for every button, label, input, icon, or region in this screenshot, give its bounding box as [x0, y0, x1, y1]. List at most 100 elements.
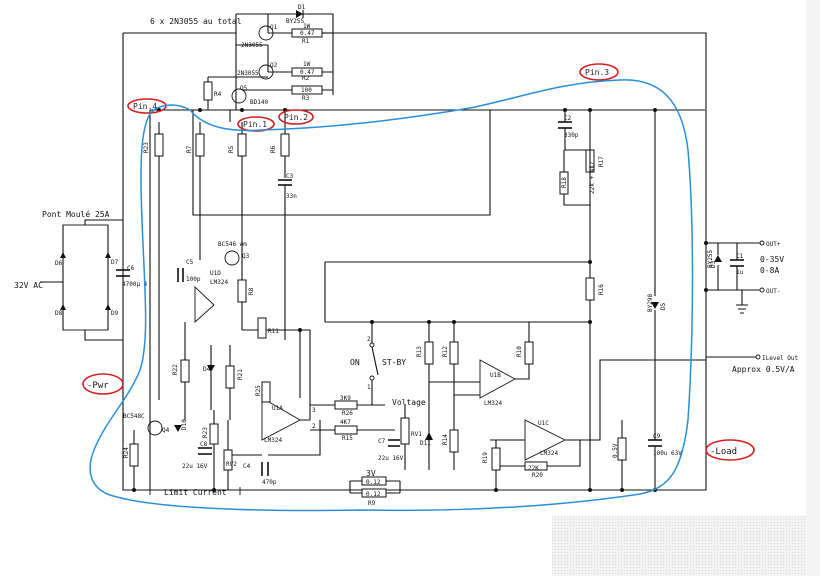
- svg-text:BC546 wm: BC546 wm: [218, 241, 247, 248]
- svg-text:U1B: U1B: [490, 372, 501, 379]
- svg-text:D3: D3: [710, 260, 717, 268]
- svg-text:22K: 22K: [528, 465, 539, 472]
- svg-text:R16: R16: [598, 284, 605, 295]
- svg-text:4K7: 4K7: [340, 419, 351, 426]
- svg-text:R15: R15: [342, 435, 353, 442]
- svg-text:0.47: 0.47: [300, 30, 315, 37]
- pin-annotations: Pin.4 Pin.1 Pin.2 Pin.3 -Pwr -Load: [82, 63, 755, 461]
- svg-text:D1: D1: [298, 4, 306, 11]
- resistor-r15: [334, 425, 358, 435]
- svg-text:D9: D9: [111, 310, 119, 317]
- svg-text:33n: 33n: [286, 193, 297, 200]
- svg-text:R25: R25: [255, 385, 262, 396]
- svg-text:0.5V: 0.5V: [612, 443, 619, 458]
- svg-text:Pin.2: Pin.2: [284, 113, 308, 122]
- top-resistors: R23 R7 R5 R6 C3 33n: [143, 122, 297, 400]
- svg-text:ON: ON: [350, 358, 360, 367]
- svg-text:C6: C6: [127, 265, 135, 272]
- output-voltage-label: 0-35V: [760, 255, 784, 264]
- current-limit-stage: Q4 BC548C D10 R24 R23 RV2 C8 22u 16V Lim…: [123, 410, 241, 497]
- svg-text:Q1: Q1: [270, 24, 278, 31]
- svg-text:R1: R1: [302, 38, 310, 45]
- svg-text:C3: C3: [286, 173, 294, 180]
- output-current-label: 0-8A: [760, 266, 779, 275]
- svg-text:C8: C8: [200, 441, 208, 448]
- svg-text:-Pwr: -Pwr: [87, 381, 109, 391]
- svg-text:470p: 470p: [262, 479, 277, 486]
- svg-text:2: 2: [312, 423, 316, 430]
- svg-text:R26: R26: [342, 410, 353, 417]
- svg-text:ST-BY: ST-BY: [382, 358, 406, 367]
- svg-text:ILevel Out: ILevel Out: [762, 355, 799, 362]
- svg-text:3: 3: [312, 407, 316, 414]
- svg-text:Q2: Q2: [270, 62, 278, 69]
- svg-text:BY255: BY255: [707, 250, 714, 268]
- svg-text:BY255: BY255: [286, 18, 304, 25]
- high-current-path: [89, 79, 694, 512]
- svg-text:Pont Moulé 25A: Pont Moulé 25A: [42, 209, 110, 219]
- resistor-r3: [291, 85, 323, 95]
- svg-text:R18: R18: [561, 177, 568, 188]
- svg-text:R20: R20: [532, 472, 543, 479]
- svg-text:100p: 100p: [186, 276, 201, 283]
- svg-text:R7: R7: [186, 145, 193, 153]
- svg-text:R17: R17: [598, 156, 605, 167]
- svg-text:R8: R8: [248, 287, 255, 295]
- u1c-stage: U1C LM324 R19 22K R20 0.5V C9 100u 63V D…: [482, 110, 706, 490]
- svg-text:R21: R21: [237, 369, 244, 380]
- svg-text:C2: C2: [564, 115, 572, 122]
- bottom-resistors: 0.12 3V 0.12 R9: [349, 469, 401, 507]
- svg-text:2: 2: [367, 336, 371, 343]
- right-margin-strip: [806, 0, 820, 576]
- svg-text:D5: D5: [660, 302, 667, 310]
- svg-text:R22: R22: [172, 364, 179, 375]
- svg-text:22u 16V: 22u 16V: [378, 455, 404, 462]
- svg-text:D10: D10: [181, 419, 188, 430]
- standby-switch: ON ST-BY 2 1: [324, 261, 590, 405]
- feedback-network: C2 330p R18 R17 22k + 4k7 R16: [558, 110, 605, 490]
- svg-text:R12: R12: [442, 346, 449, 357]
- svg-text:3V: 3V: [366, 469, 376, 478]
- svg-text:RV1: RV1: [411, 431, 422, 438]
- svg-text:R2: R2: [302, 75, 310, 82]
- svg-text:LM324: LM324: [264, 437, 282, 444]
- svg-text:22k + 4k7: 22k + 4k7: [589, 161, 596, 194]
- resistor-r1: [291, 28, 323, 38]
- svg-text:LM324: LM324: [540, 450, 558, 457]
- svg-text:R14: R14: [442, 434, 449, 445]
- svg-text:Pin.1: Pin.1: [243, 120, 267, 129]
- svg-text:U1D: U1D: [210, 270, 221, 277]
- output-section: D3 BY255 C1 1u OUT+ OUT- 0-35V 0-8A ILev…: [706, 240, 799, 374]
- resistor-r26: [334, 400, 358, 410]
- svg-text:R23: R23: [202, 427, 209, 438]
- svg-text:D6: D6: [55, 260, 63, 267]
- pin2-callout: [278, 109, 314, 125]
- svg-text:R10: R10: [516, 346, 523, 357]
- approx-label: Approx 0.5V/A: [732, 365, 795, 374]
- svg-text:100u 63V: 100u 63V: [653, 450, 682, 457]
- svg-text:U1C: U1C: [538, 420, 549, 427]
- svg-text:R23: R23: [143, 142, 150, 153]
- svg-text:LM324: LM324: [484, 400, 502, 407]
- svg-text:OUT+: OUT+: [766, 241, 781, 248]
- resistor-r4: [203, 81, 213, 101]
- svg-text:U1A: U1A: [272, 405, 283, 412]
- svg-text:R5: R5: [228, 145, 235, 153]
- svg-text:1: 1: [367, 384, 371, 391]
- u1b-stage: Voltage RV1 C7 22u 16V D11 R13 R12 R14 U…: [378, 322, 534, 470]
- svg-text:-Load: -Load: [710, 447, 737, 457]
- svg-text:D7: D7: [111, 259, 119, 266]
- svg-text:OUT-: OUT-: [766, 288, 780, 295]
- pin3-callout: [579, 63, 619, 81]
- svg-text:Limit Current: Limit Current: [164, 488, 227, 497]
- svg-text:R19: R19: [482, 452, 489, 463]
- load-callout: [705, 439, 755, 461]
- bridge-rectifier: Pont Moulé 25A D6 D7 D8 D9 32V AC C6 470…: [14, 209, 148, 341]
- svg-text:Voltage: Voltage: [392, 398, 426, 407]
- svg-text:R3: R3: [302, 95, 310, 102]
- svg-text:C9: C9: [653, 433, 661, 440]
- pwr-callout: [82, 373, 124, 395]
- svg-text:3K9: 3K9: [340, 395, 351, 402]
- svg-text:R13: R13: [416, 346, 423, 357]
